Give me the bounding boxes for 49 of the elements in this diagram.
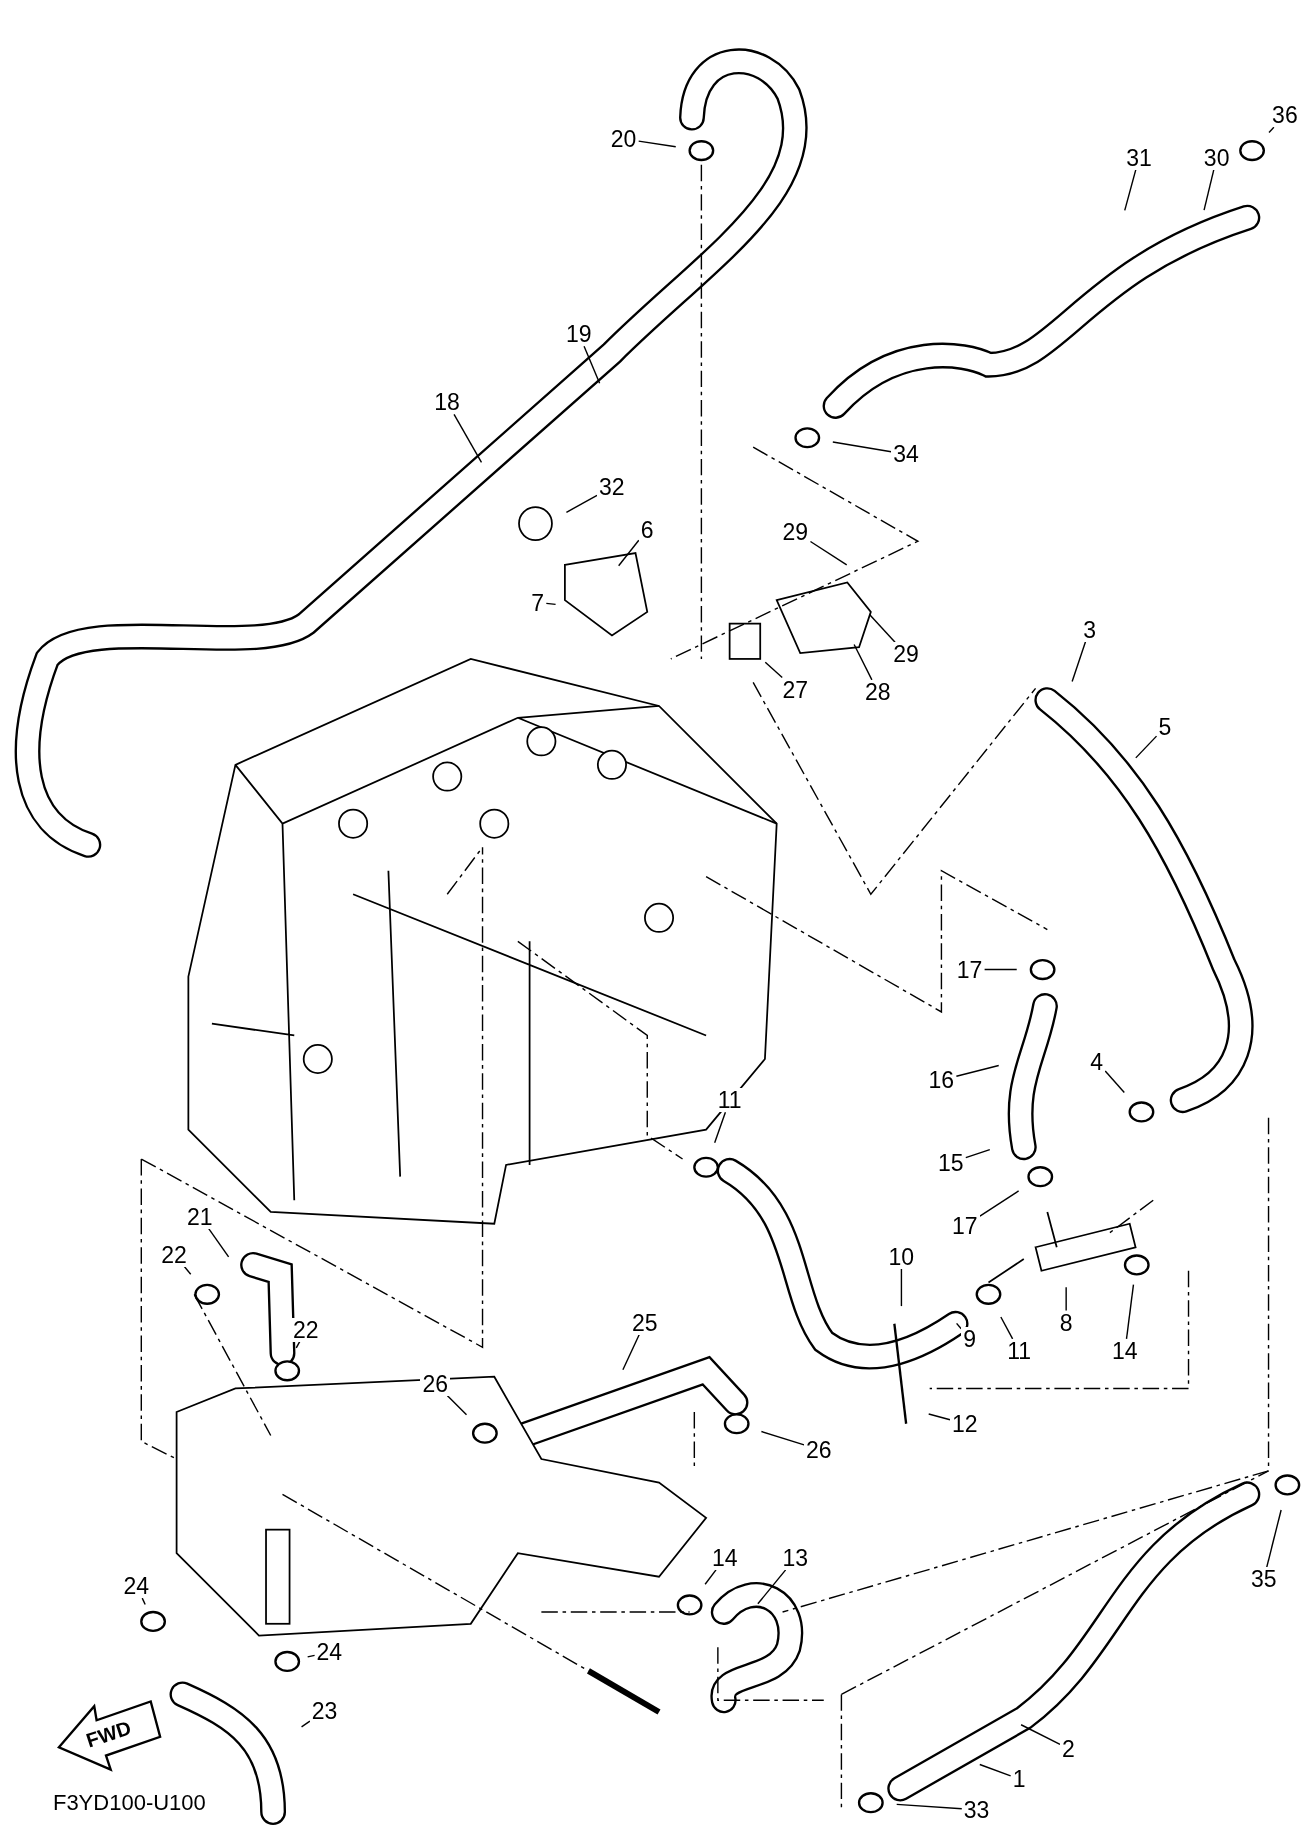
leader-line — [1000, 1316, 1014, 1340]
leader-line — [1268, 126, 1275, 134]
leader-line — [760, 1430, 805, 1446]
leader-line — [955, 1322, 962, 1330]
leader-line — [900, 1267, 903, 1307]
leader-line — [1020, 1724, 1061, 1745]
leader-line — [965, 1148, 991, 1159]
callout-number: 24 — [121, 1574, 152, 1599]
leader-line — [757, 1569, 787, 1605]
leader-line — [1124, 168, 1137, 212]
leader-line — [208, 1227, 230, 1258]
leader-line — [896, 1803, 963, 1810]
leader-line — [979, 1763, 1012, 1777]
direction-label: FWD — [84, 1716, 135, 1753]
leader-line — [1071, 640, 1087, 683]
leader-line — [617, 539, 640, 567]
leader-line — [928, 1413, 951, 1421]
leader-line — [1266, 1509, 1282, 1568]
callout-number: 32 — [596, 475, 627, 500]
drawing-code: F3YD100-U100 — [52, 1789, 206, 1816]
callout-number: 23 — [309, 1699, 340, 1724]
leader-line — [1125, 1283, 1135, 1340]
leader-line — [714, 1111, 727, 1144]
leader-line — [453, 413, 483, 463]
leader-line — [141, 1597, 146, 1606]
leader-line — [545, 602, 557, 606]
callout-number: 36 — [1270, 103, 1300, 128]
leader-line — [832, 441, 892, 453]
leader-line — [1203, 168, 1215, 211]
leader-line — [1065, 1286, 1067, 1312]
leader-line — [446, 1395, 468, 1416]
leader-line — [704, 1569, 717, 1585]
leader-line — [1104, 1070, 1125, 1094]
leader-line — [955, 1064, 1000, 1077]
leader-line — [868, 613, 896, 643]
leader-line — [300, 1720, 311, 1728]
leader-line — [853, 643, 873, 681]
leader-line — [565, 494, 598, 514]
leader-line — [637, 140, 677, 148]
callout-number: 22 — [290, 1317, 321, 1342]
leader-line — [1135, 735, 1158, 759]
leader-line — [809, 540, 848, 566]
leader-line — [295, 1340, 301, 1349]
leader-line — [983, 968, 1018, 971]
leader-line — [622, 1333, 640, 1371]
leader-line — [764, 661, 783, 679]
leader-line — [306, 1654, 316, 1658]
leader-line — [583, 345, 601, 384]
leader-line — [979, 1190, 1020, 1217]
